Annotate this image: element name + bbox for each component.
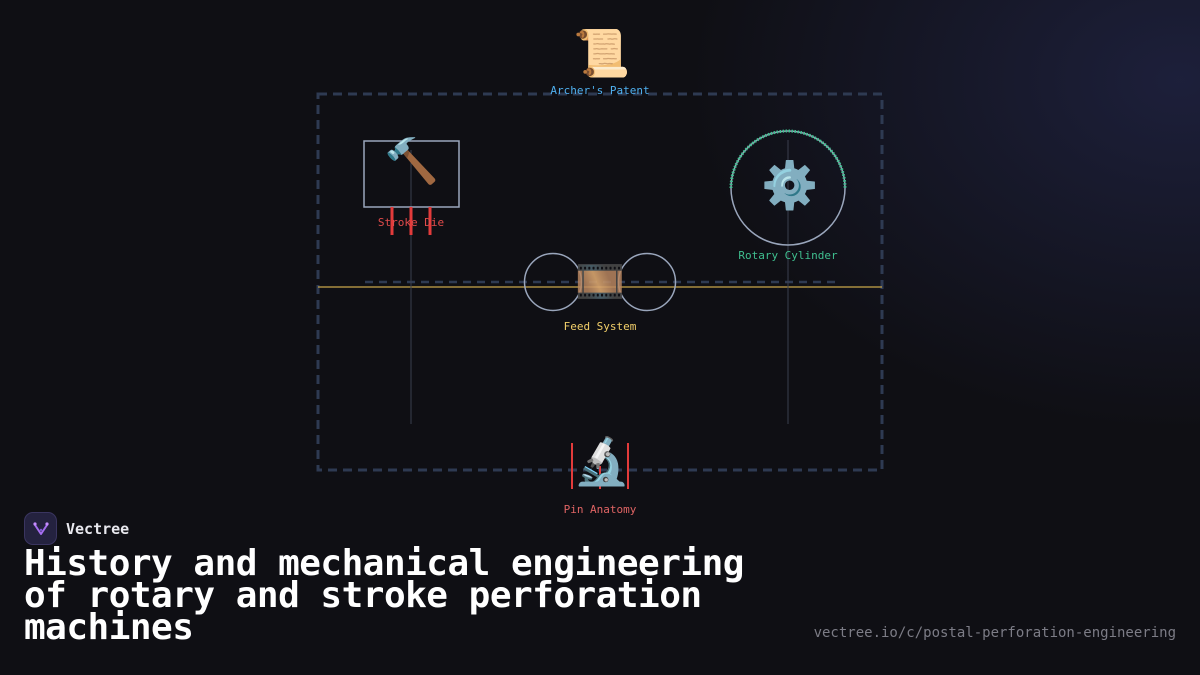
film-strip-icon: 🎞️	[575, 259, 625, 305]
rotary-teeth-arc	[729, 129, 847, 189]
feed-roller-left	[523, 252, 583, 312]
scroll-icon: 📜	[573, 26, 631, 80]
rotary-cylinder-label: Rotary Cylinder	[738, 249, 838, 262]
brand[interactable]: Vectree	[24, 512, 129, 545]
page-title: History and mechanical engineering of ro…	[24, 543, 744, 648]
microscope-icon: 🔬	[573, 434, 631, 488]
hammer-icon: 🔨	[384, 136, 439, 187]
feed-system-label: Feed System	[563, 320, 637, 333]
brand-name: Vectree	[66, 519, 130, 538]
archers-patent-label: Archer's Patent	[550, 84, 650, 97]
feed-roller-right	[617, 252, 677, 312]
vectree-logo-icon	[24, 512, 57, 545]
gear-icon: ⚙️	[761, 158, 819, 212]
stroke-die-label: Stroke Die	[377, 216, 445, 229]
pin-anatomy-label: Pin Anatomy	[563, 503, 637, 516]
page-url[interactable]: vectree.io/c/postal-perforation-engineer…	[813, 625, 1176, 641]
